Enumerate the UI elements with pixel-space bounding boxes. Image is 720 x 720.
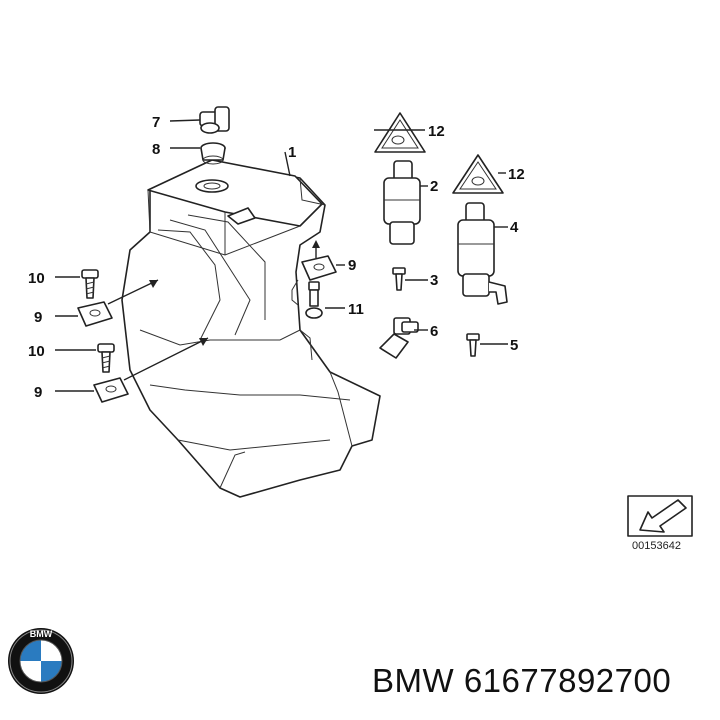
callout-4: 4 [510, 219, 519, 236]
bmw-logo: BMW [8, 628, 74, 694]
callout-1: 1 [288, 144, 296, 161]
bolt-part [81, 269, 99, 299]
callout-8: 8 [152, 141, 160, 158]
callout-12-upper: 12 [428, 123, 445, 140]
washer-pump [457, 202, 508, 305]
callout-7: 7 [152, 114, 160, 131]
part-caption: BMW 61677892700 [372, 662, 671, 700]
callout-2: 2 [430, 178, 438, 195]
bolt-part [97, 343, 115, 373]
callout-10-upper: 10 [28, 270, 45, 287]
callout-9-lower: 9 [34, 384, 42, 401]
brand-name: BMW [372, 662, 455, 699]
screw-part [466, 333, 480, 357]
clip-nut [77, 301, 113, 327]
bmw-logo-letters: BMW [30, 629, 53, 639]
clip-nut [301, 255, 337, 281]
washer-pump [383, 160, 421, 245]
callout-11: 11 [348, 301, 364, 318]
orientation-arrow-box [627, 495, 693, 537]
callout-3: 3 [430, 272, 438, 289]
diagram-reference-number: 00153642 [632, 540, 681, 552]
callout-6: 6 [430, 323, 438, 340]
warning-label-triangle [374, 112, 426, 153]
connector-part [199, 106, 230, 134]
clip-nut [93, 377, 129, 403]
callout-9-right: 9 [348, 257, 356, 274]
screw-part [305, 281, 323, 319]
callout-5: 5 [510, 337, 518, 354]
callout-9-upper: 9 [34, 309, 42, 326]
warning-label-triangle [452, 154, 504, 194]
washer-reservoir [121, 159, 381, 498]
leader-lines [55, 119, 508, 392]
level-sensor [379, 317, 419, 359]
grommet-part [200, 142, 226, 165]
part-number: 61677892700 [463, 662, 672, 699]
callout-10-lower: 10 [28, 343, 45, 360]
callout-12-lower: 12 [508, 166, 525, 183]
screw-part [392, 267, 406, 291]
